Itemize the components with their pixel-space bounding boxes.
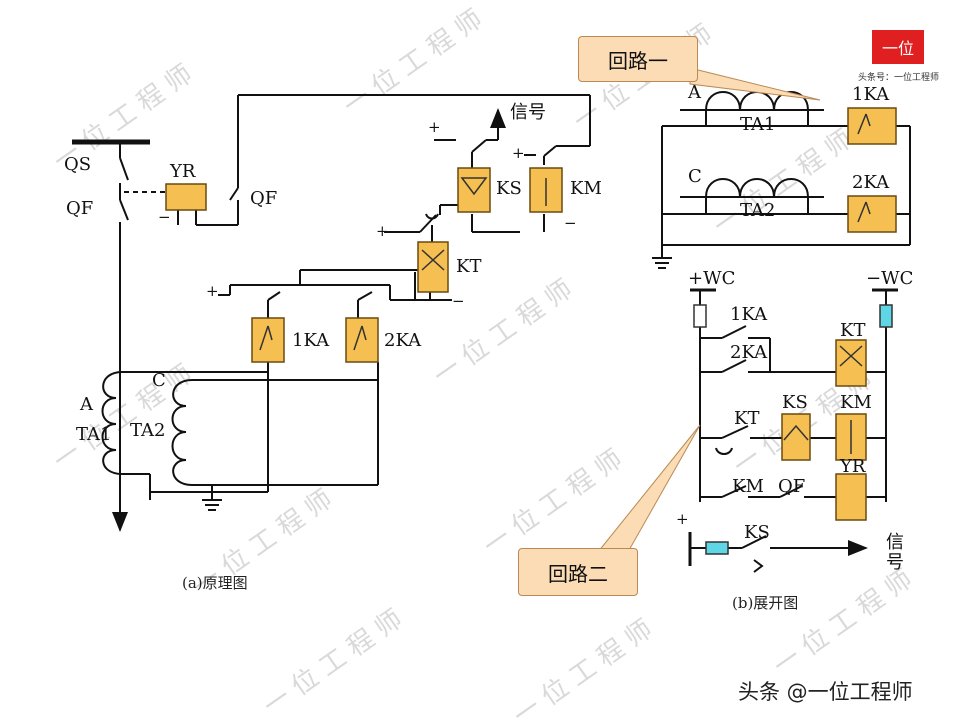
rt-ta2-label: TA2 [740, 200, 776, 221]
2ka-label: 2KA [384, 330, 422, 351]
1ka-relay-top [847, 107, 897, 145]
qf-right-label: QF [250, 188, 278, 209]
rt-phase-c-label: C [688, 166, 702, 187]
yr-coil-b [835, 473, 867, 521]
rb-signal-2: 号 [886, 552, 904, 573]
qf-left-label: QF [66, 198, 94, 219]
brand-logo: 一位 [872, 30, 924, 64]
minus-sign: − [452, 292, 465, 310]
caption-b: (b)展开图 [732, 594, 799, 612]
plus-sign: + [512, 144, 525, 162]
phase-c-label: C [152, 370, 166, 391]
kt-label: KT [456, 256, 482, 277]
relay-blocks [165, 107, 897, 521]
plus-sign: + [206, 282, 219, 300]
ta1-coil [101, 371, 123, 475]
ta2-label: TA2 [130, 420, 166, 441]
rb-1ka-label: 1KA [730, 304, 768, 325]
ta2-coil [171, 379, 193, 486]
plus-sign: + [428, 118, 441, 136]
callout-loop-2: 回路二 [518, 548, 638, 596]
rb-signal-1: 信 [886, 532, 904, 553]
minus-sign: − [564, 214, 577, 232]
rb-kt-contact-label: KT [734, 408, 760, 429]
2ka-relay [345, 317, 379, 363]
ks-label: KS [496, 178, 522, 199]
rb-ks-label: KS [782, 392, 808, 413]
1ka-label: 1KA [292, 330, 330, 351]
minus-sign: − [158, 208, 171, 226]
callout-loop-1: 回路一 [578, 36, 698, 82]
rt-ta1-label: TA1 [740, 114, 776, 135]
ta1-label: TA1 [76, 424, 112, 445]
rb-ks-signal-label: KS [744, 522, 770, 543]
qs-switch [119, 157, 129, 181]
2ka-relay-top [847, 195, 897, 233]
plus-wc-label: +WC [688, 268, 736, 289]
minus-wc-label: −WC [866, 268, 914, 289]
brand-logo-subtitle: 头条号：一位工程师 [858, 73, 940, 83]
qf-switch [119, 199, 129, 221]
plus-sign: + [376, 222, 389, 240]
rb-yr-label: YR [840, 456, 866, 477]
callout-pointer-2 [596, 424, 701, 553]
1ka-relay [251, 317, 285, 363]
rb-km-label: KM [840, 392, 872, 413]
rb-2ka-label: 2KA [730, 342, 768, 363]
km-label: KM [570, 178, 602, 199]
fuse-plus [693, 304, 707, 328]
yr-label: YR [170, 161, 196, 182]
fuse-minus [879, 304, 893, 328]
rt-1ka-label: 1KA [852, 84, 890, 105]
rb-plus-sign: + [676, 510, 689, 528]
yr-relay [165, 183, 207, 211]
rb-qf-label: QF [778, 476, 806, 497]
footer-attribution: 头条 @一位工程师 [738, 680, 913, 704]
rb-kt-coil-label: KT [840, 320, 866, 341]
phase-a-label: A [80, 394, 93, 415]
caption-a: (a)原理图 [182, 574, 248, 592]
ks-relay [457, 167, 491, 213]
callout-pointer-1 [689, 67, 821, 101]
signal-label: 信号 [510, 102, 546, 123]
rb-km-contact-label: KM [732, 476, 764, 497]
rt-phase-a-label: A [688, 82, 701, 103]
rt-2ka-label: 2KA [852, 172, 890, 193]
qs-label: QS [64, 154, 92, 175]
fuse-signal [705, 541, 729, 555]
ta2-ct [705, 178, 809, 198]
